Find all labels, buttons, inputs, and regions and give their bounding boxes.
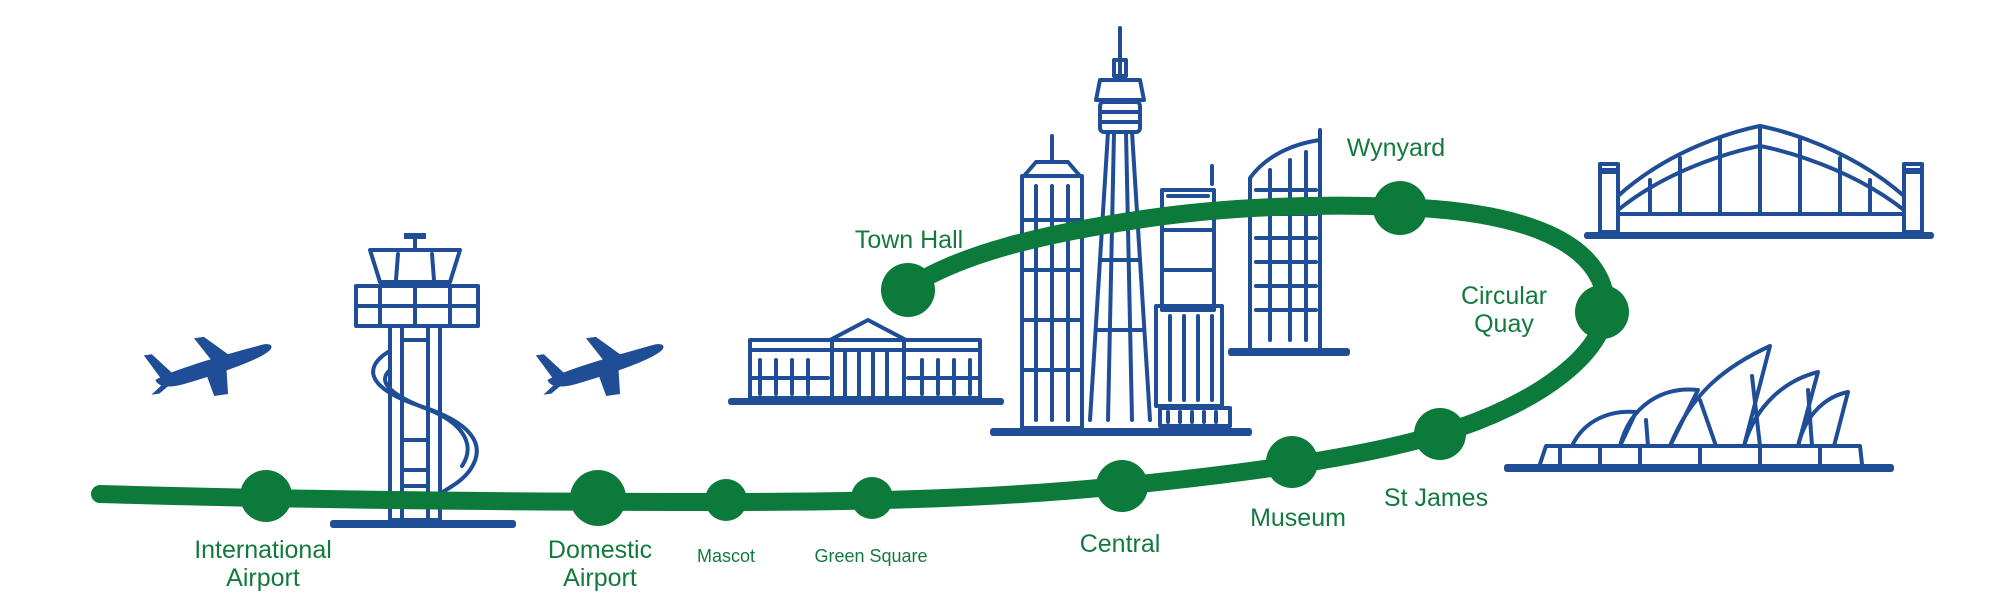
curved-tower-icon <box>1228 128 1350 356</box>
station-dot-st-james <box>1414 408 1466 460</box>
opera-house-icon <box>1504 344 1894 472</box>
station-dot-wynyard <box>1373 181 1427 235</box>
airplane-icon <box>142 327 278 405</box>
route-line-group <box>91 181 1629 526</box>
station-dot-museum <box>1266 436 1318 488</box>
station-dot-green-square <box>851 477 893 519</box>
station-dot-domestic-airport <box>570 470 626 526</box>
station-dot-central <box>1096 460 1148 512</box>
station-dot-circular-quay <box>1575 285 1629 339</box>
station-label-museum: Museum <box>1250 504 1346 532</box>
arch-bridge-icon <box>1584 124 1934 239</box>
station-label-mascot: Mascot <box>696 546 756 566</box>
skyscraper-icon <box>1154 164 1232 428</box>
station-label-st-james: St James <box>1383 484 1489 512</box>
station-label-green-square: Green Square <box>814 546 928 566</box>
classical-building-icon <box>728 318 1004 405</box>
station-dot-mascot <box>705 479 747 521</box>
tower-icon <box>1088 26 1152 422</box>
skyscraper-icon <box>1020 134 1084 430</box>
station-label-central: Central <box>1079 530 1161 558</box>
control-tower-icon <box>330 233 516 528</box>
station-label-wynyard: Wynyard <box>1346 134 1446 162</box>
station-label-town-hall: Town Hall <box>854 226 964 254</box>
airplane-icon <box>534 327 670 405</box>
station-dot-international-airport <box>240 470 292 522</box>
station-dot-town-hall <box>881 263 935 317</box>
